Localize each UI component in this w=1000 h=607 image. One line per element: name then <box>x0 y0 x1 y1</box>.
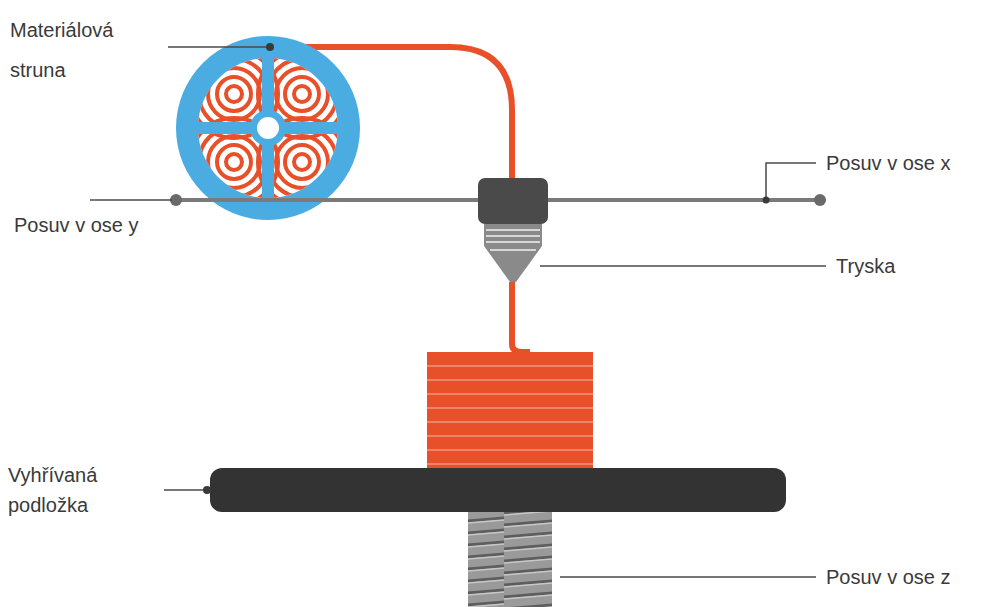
filament-spool <box>176 36 360 220</box>
leader-dot <box>763 197 770 204</box>
printed-object <box>427 352 593 468</box>
print-head <box>478 178 548 224</box>
part-label: Materiálová struna <box>10 10 160 90</box>
spool-hub <box>250 110 286 146</box>
leader-dot <box>203 486 211 494</box>
nozzle-rings <box>486 230 540 250</box>
axis-label: Posuv v ose y <box>14 212 204 238</box>
spool-winding <box>190 50 346 206</box>
part-label: Tryska <box>836 253 986 279</box>
spool-core <box>198 58 338 198</box>
print-layers <box>427 366 593 464</box>
lead-screw <box>468 508 552 607</box>
leader-lines <box>90 47 826 577</box>
heated-bed <box>210 468 786 512</box>
part-label: Vyhřívaná podložka <box>8 460 158 520</box>
leader-dot <box>266 43 274 51</box>
axis-label: Posuv v ose x <box>826 150 996 176</box>
nozzle <box>484 224 542 282</box>
filament-extruded <box>512 282 530 352</box>
axis-label: Posuv v ose z <box>826 564 996 590</box>
spool-hole <box>257 117 279 139</box>
rod-end <box>814 194 826 206</box>
